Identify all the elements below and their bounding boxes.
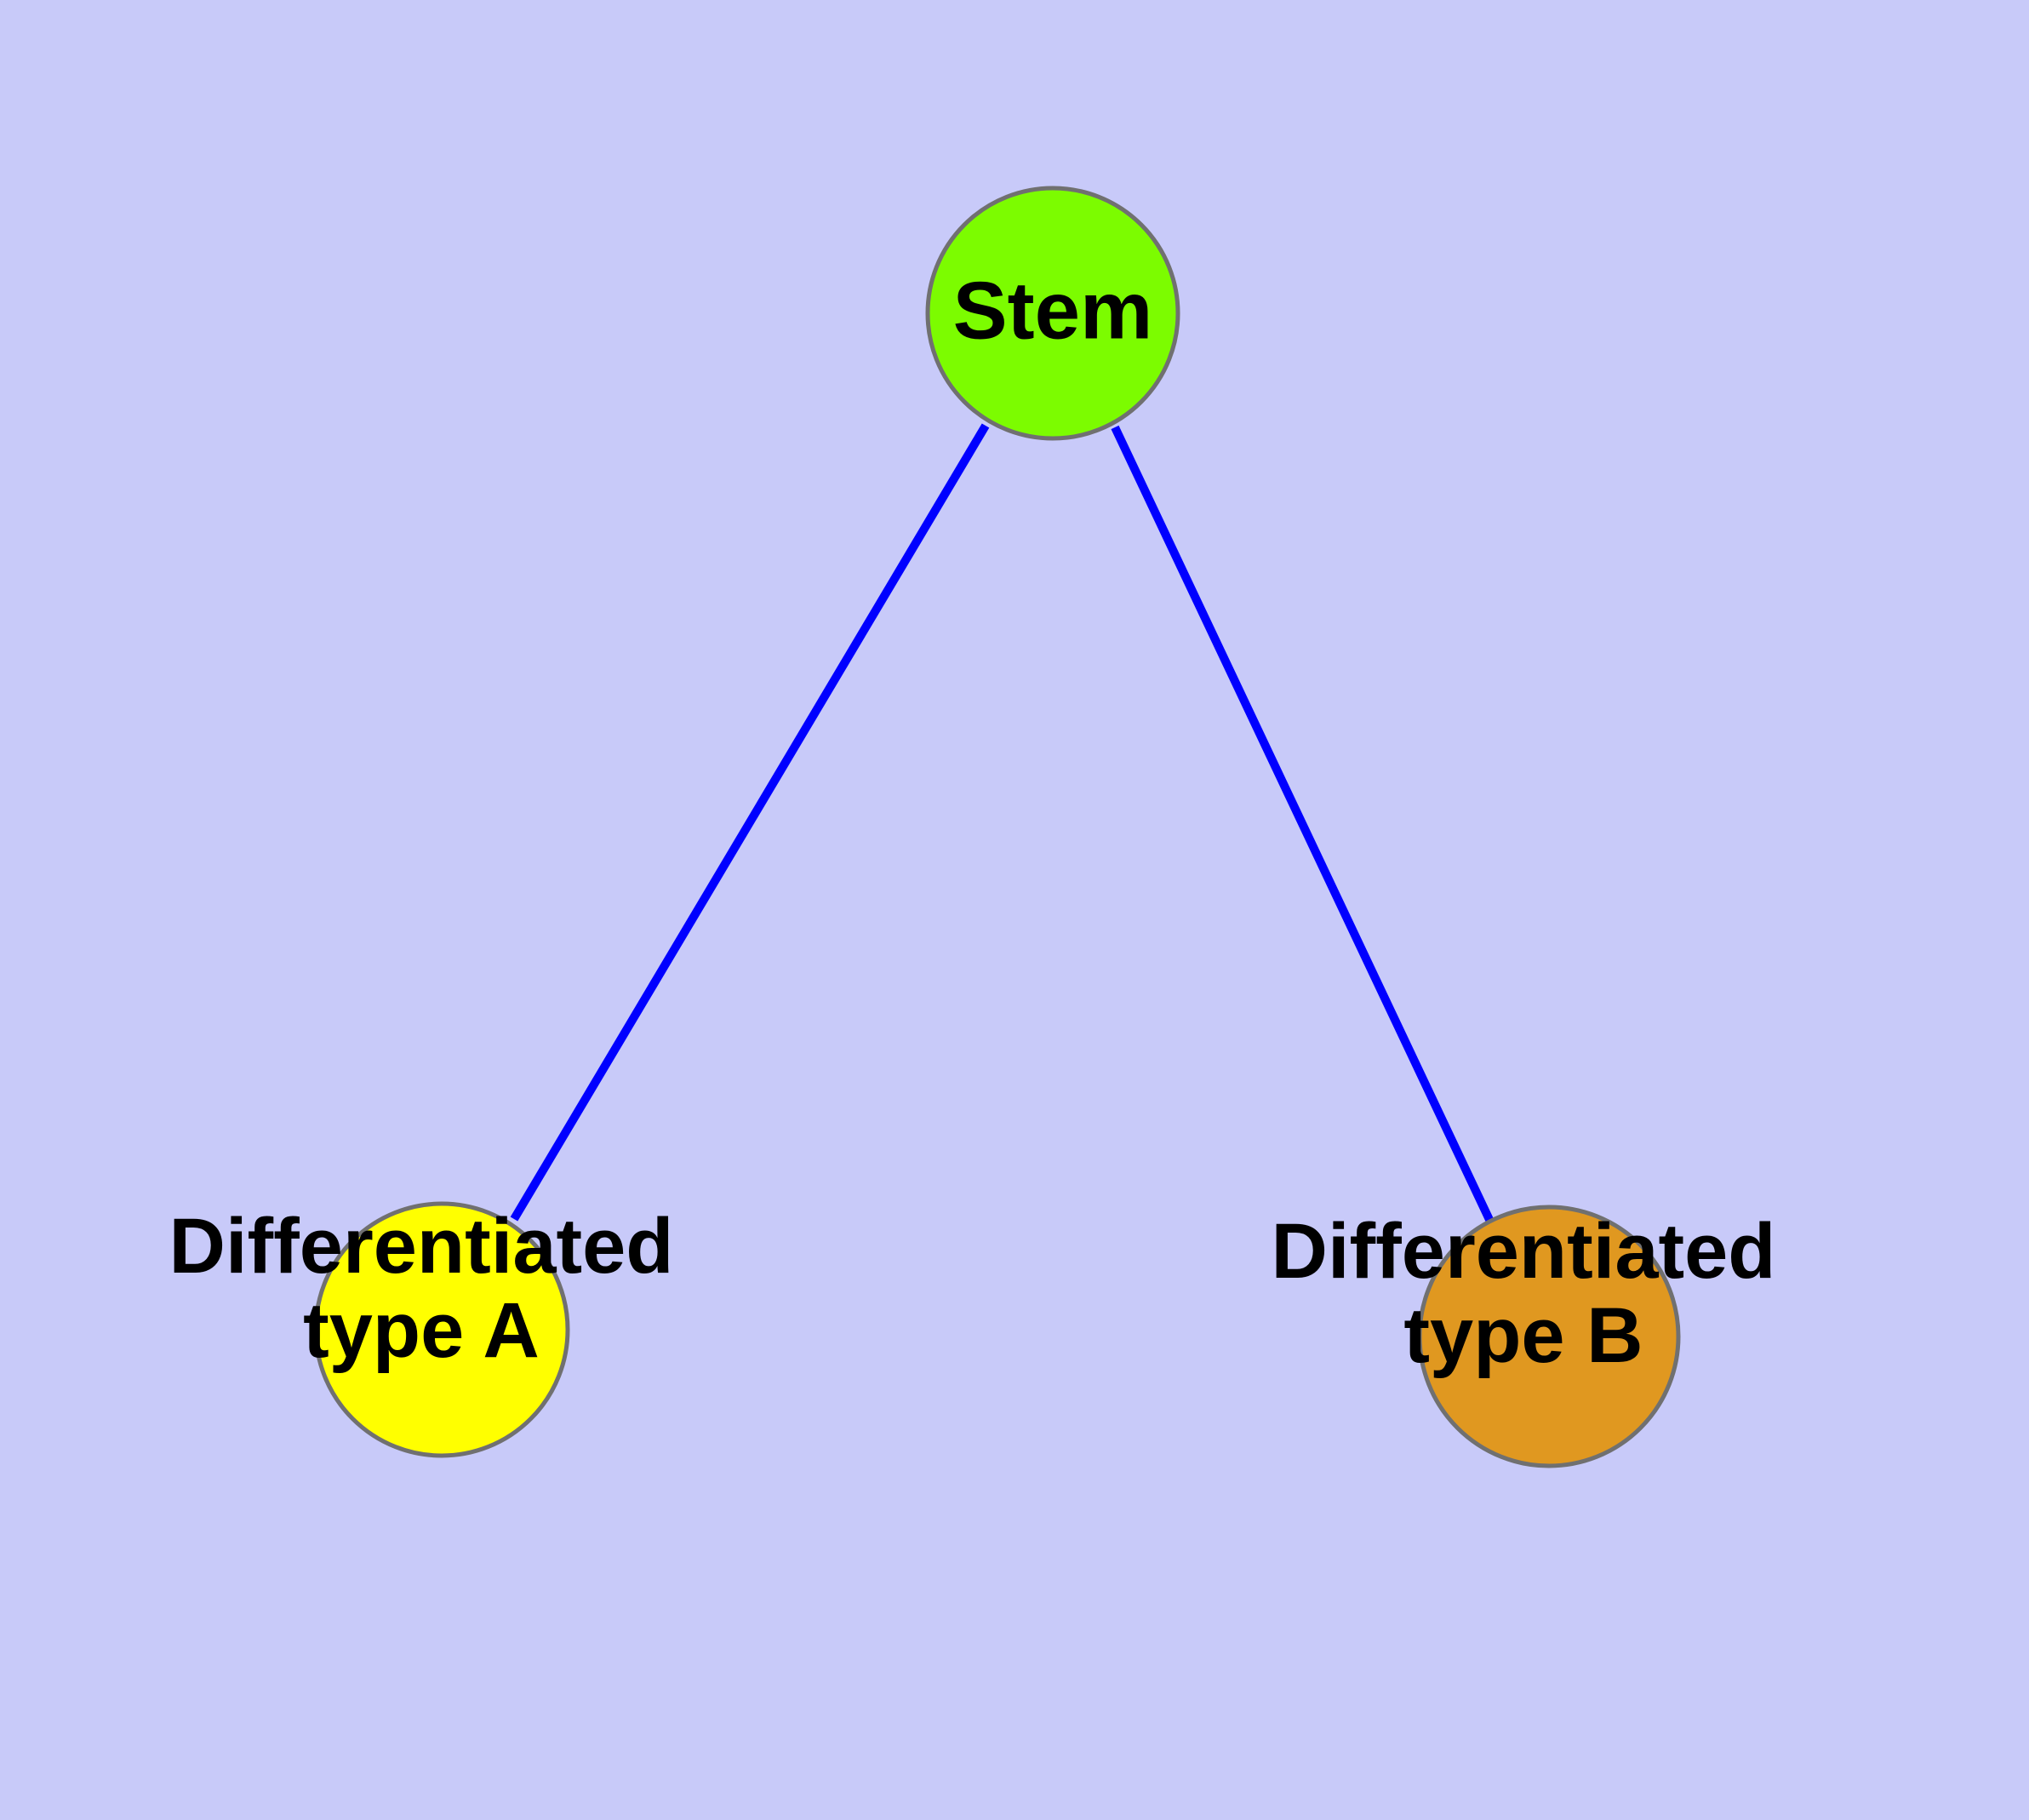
graph-edge[interactable] — [510, 423, 990, 1222]
node-circle-stem[interactable] — [925, 186, 1180, 441]
node-label-diff_b: Differentiated — [1272, 1208, 1776, 1295]
graph-node-stem[interactable]: Stem — [925, 186, 1180, 441]
node-label-diff_a: Differentiated — [169, 1203, 674, 1290]
node-label-diff_b: type B — [1403, 1292, 1643, 1379]
node-circle-diff_a[interactable] — [313, 1201, 570, 1458]
node-label-stem: Stem — [953, 265, 1153, 356]
node-label-diff_a: type A — [303, 1287, 540, 1374]
graph-edge[interactable] — [1111, 425, 1495, 1226]
edges-group — [510, 423, 1495, 1226]
node-circle-diff_b[interactable] — [1417, 1205, 1681, 1468]
